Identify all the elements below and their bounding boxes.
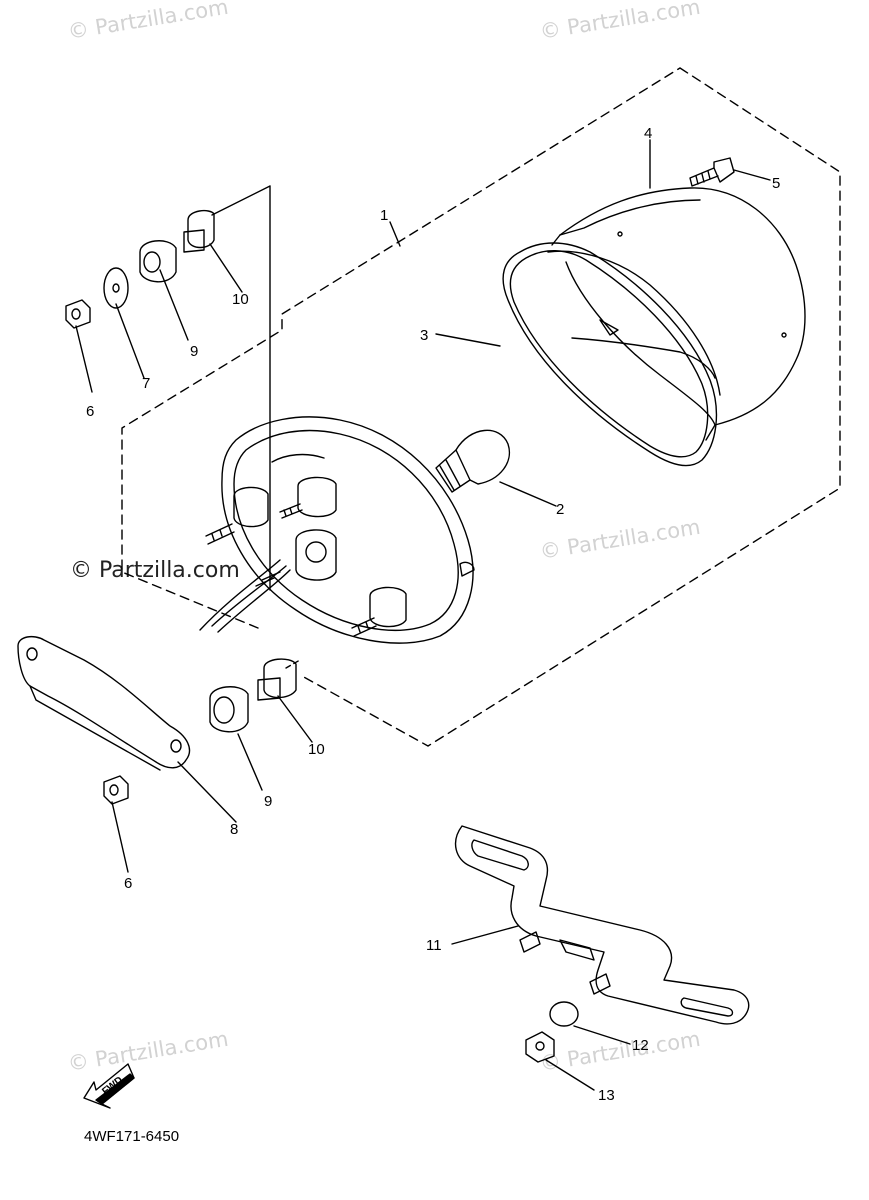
callout-12: 12: [632, 1037, 649, 1054]
alignment-line-upper: [211, 185, 271, 591]
lens-gasket: [502, 242, 718, 467]
grommet-upper: [139, 240, 177, 283]
callout-6-upper: 6: [86, 403, 94, 420]
callout-13: 13: [598, 1087, 615, 1104]
callout-2: 2: [556, 501, 564, 518]
screw: [689, 157, 735, 187]
license-bracket: [454, 825, 750, 1025]
nut-bracket: [525, 1031, 555, 1063]
washer-lower: [549, 1001, 579, 1027]
callout-10-lower: 10: [308, 741, 325, 758]
watermark-middle-left: © Partzilla.com: [70, 558, 240, 583]
callout-8: 8: [230, 821, 238, 838]
callout-1: 1: [380, 207, 388, 224]
callout-9-upper: 9: [190, 343, 198, 360]
callout-5: 5: [772, 175, 780, 192]
callout-numbers: 1 2 3 4 5 6 6 7 8 9 9 10 10 11 12 13: [86, 125, 780, 1104]
alignment-line-lower: [285, 659, 301, 669]
callout-4: 4: [644, 125, 652, 142]
diagram-code: 4WF171-6450: [84, 1128, 180, 1145]
collar-upper: [183, 209, 215, 253]
washer-upper: [103, 267, 129, 309]
assembly-boundary: [121, 67, 841, 747]
nut-upper: [65, 299, 91, 329]
fwd-arrow: [83, 1063, 135, 1109]
taillight-base: [199, 416, 475, 644]
callout-3: 3: [420, 327, 428, 344]
grommet-lower: [209, 686, 249, 733]
stay-bracket: [17, 635, 191, 771]
bulb: [435, 429, 510, 493]
callout-9-lower: 9: [264, 793, 272, 810]
callout-6-lower: 6: [124, 875, 132, 892]
nut-lower: [103, 775, 129, 805]
callout-11: 11: [426, 937, 442, 954]
callout-10-upper: 10: [232, 291, 249, 308]
lens-housing: [547, 187, 806, 441]
leader-lines: [75, 139, 771, 1091]
callout-7: 7: [142, 375, 150, 392]
